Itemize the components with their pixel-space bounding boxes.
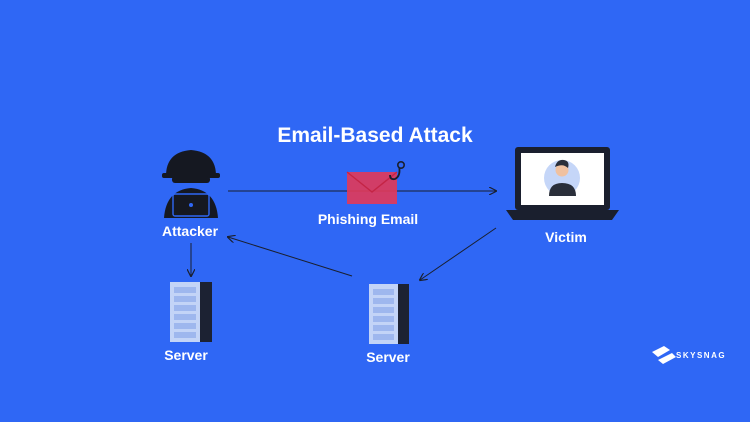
server-left-label: Server <box>164 347 208 363</box>
arrow-victim-to-server <box>420 227 497 280</box>
skysnag-logo-icon <box>652 346 676 364</box>
envelope-icon <box>346 171 398 204</box>
server-rack-icon-middle <box>369 284 409 344</box>
server-rack-icon-left <box>170 282 212 342</box>
fishhook-icon <box>389 161 405 181</box>
server-middle-label: Server <box>366 349 410 365</box>
arrow-server-to-attacker <box>228 237 353 277</box>
diagram-title: Email-Based Attack <box>277 124 473 147</box>
victim-avatar-icon <box>544 159 580 196</box>
attacker-label: Attacker <box>161 223 219 239</box>
victim-label: Victim <box>545 229 587 245</box>
hacker-icon <box>162 150 220 218</box>
phishing-email-label: Phishing Email <box>317 211 419 227</box>
brand-logo-text: SKYSNAG <box>676 351 727 360</box>
